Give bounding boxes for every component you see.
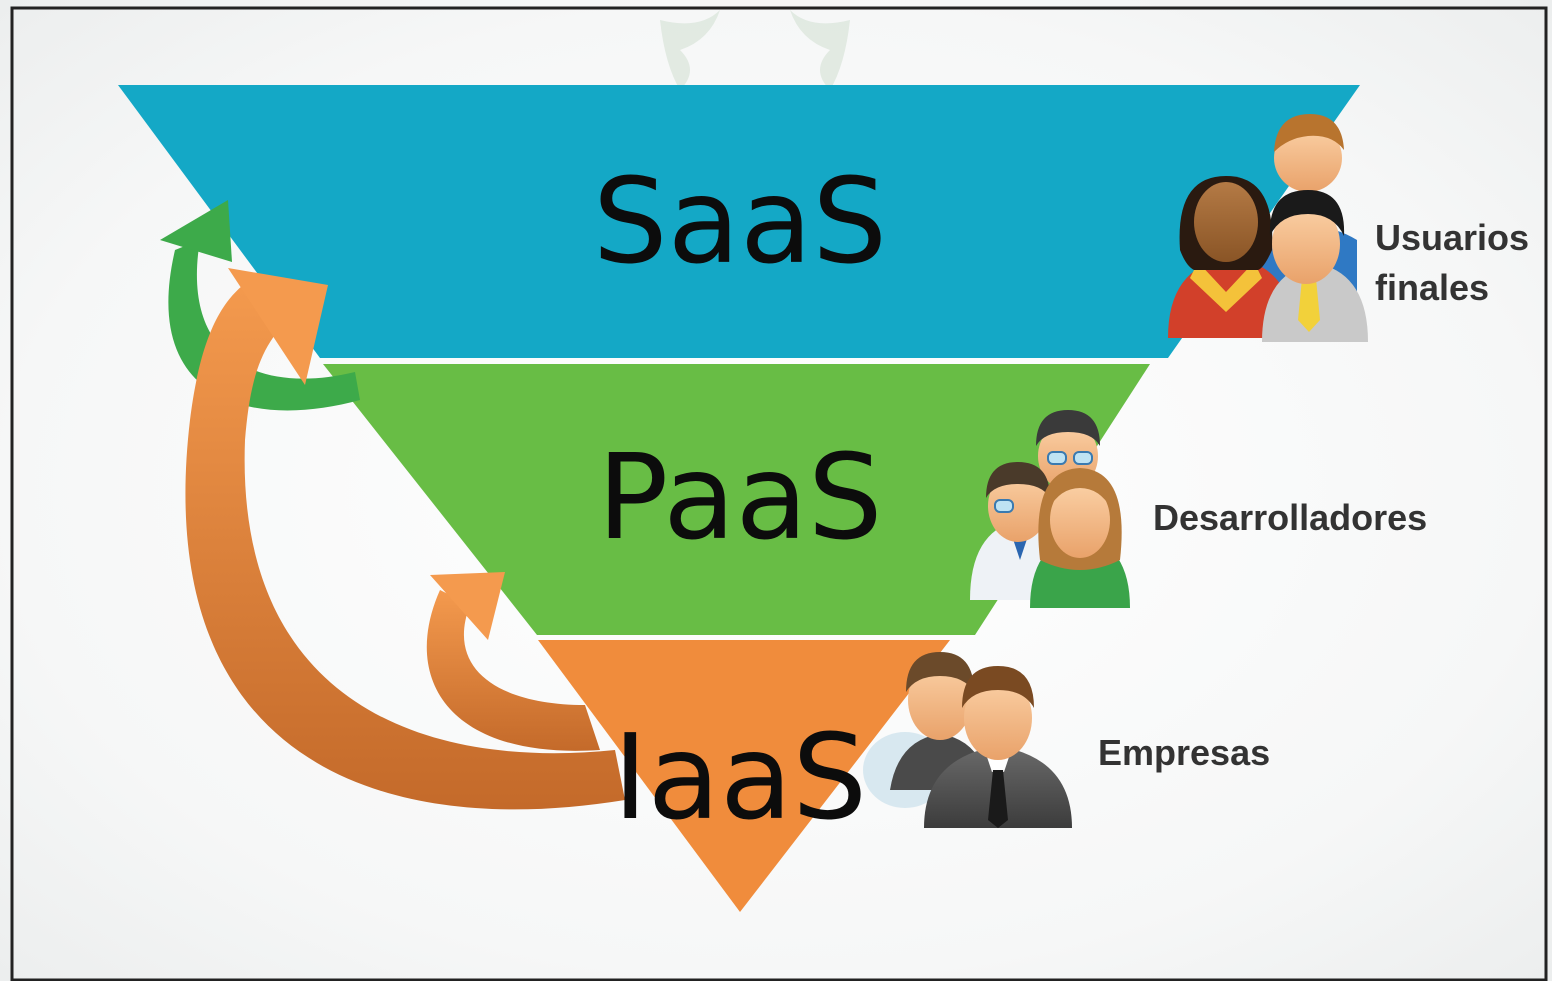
- outer-border: [10, 6, 1548, 981]
- saas-label: SaaS: [593, 152, 887, 290]
- developers-label: Desarrolladores: [1153, 497, 1427, 538]
- iaas-label: IaaS: [613, 708, 867, 846]
- developers-icon: [970, 410, 1130, 608]
- business-people-icon: [863, 652, 1072, 828]
- paas-layer: [323, 364, 1150, 635]
- watermark-emblem: [660, 10, 850, 90]
- end-users-label-line2: finales: [1375, 267, 1489, 308]
- end-users-label-line1: Usuarios: [1375, 217, 1529, 258]
- end-users-icon: [1168, 114, 1368, 342]
- arrow-iaas-to-paas: [426, 572, 600, 751]
- saas-layer: [118, 85, 1360, 358]
- paas-label: PaaS: [597, 428, 882, 566]
- arrow-iaas-to-saas: [185, 268, 625, 810]
- business-label: Empresas: [1098, 732, 1270, 773]
- iaas-layer: [538, 640, 950, 912]
